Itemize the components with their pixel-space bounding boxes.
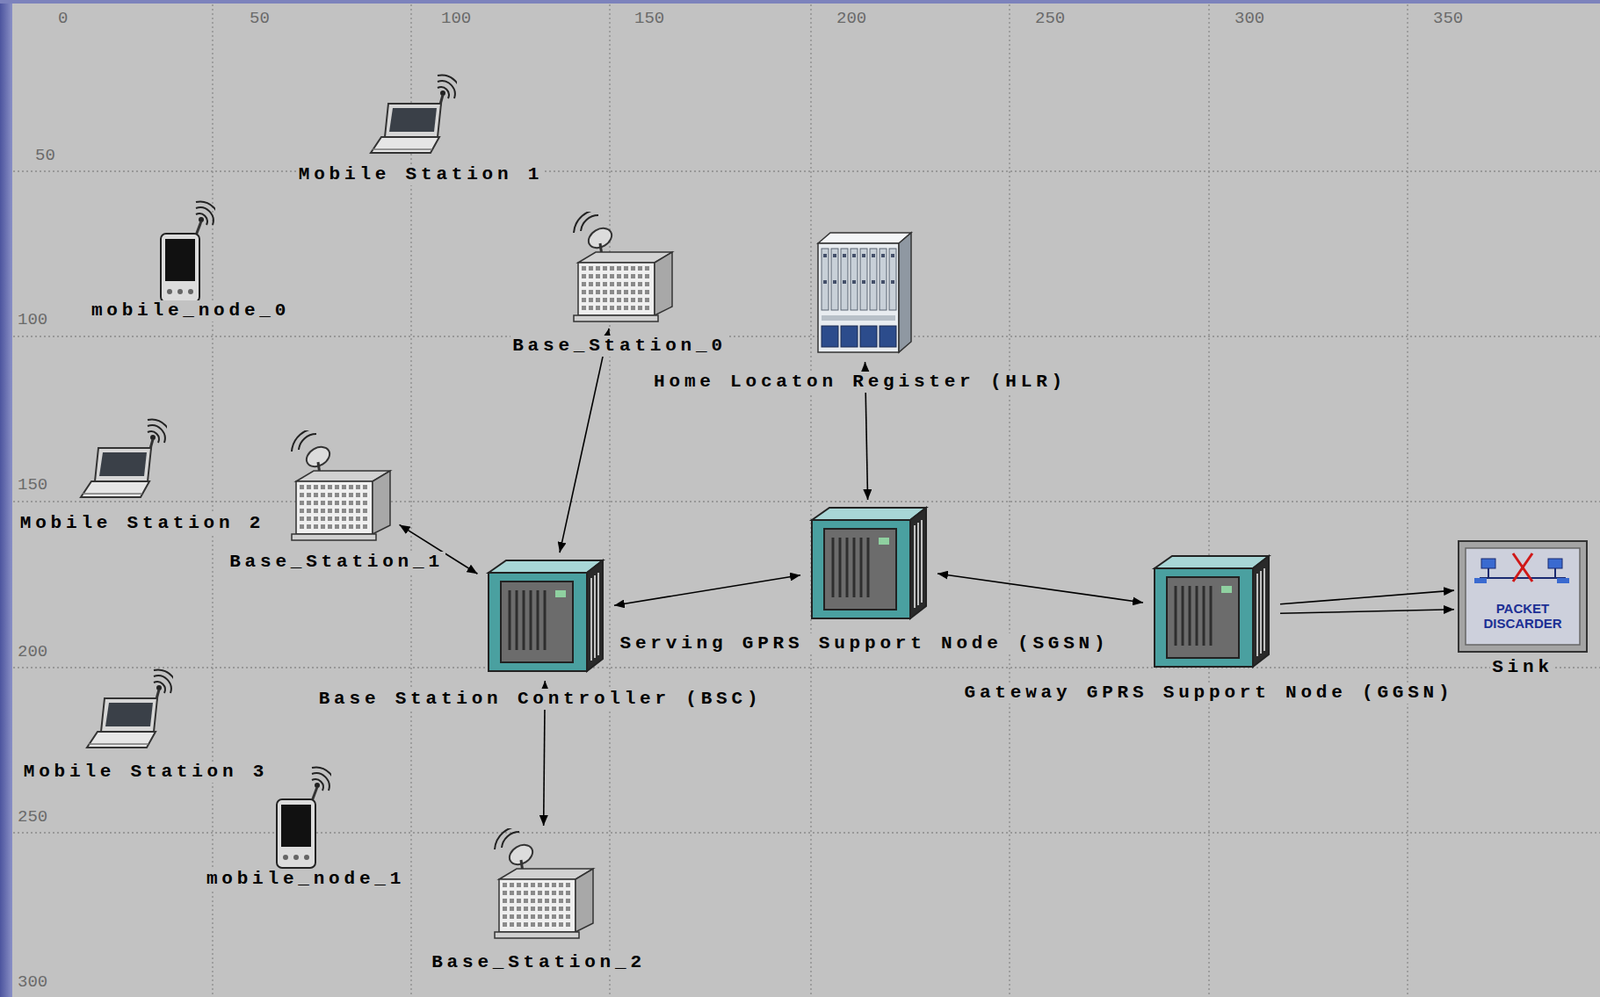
link-line [1280,590,1455,605]
laptop-icon [369,73,457,162]
mobile-station: Mobile Station 2 [79,418,167,507]
base-station: Base_Station_2 [485,828,601,943]
axis-tick-label: 250 [17,807,48,827]
link-line [559,328,609,553]
building-icon [485,828,601,943]
axis-tick-label: 100 [441,8,471,29]
axis-tick-label: 350 [1433,8,1463,29]
bsc-node: Base Station Controller (BSC) [479,555,612,679]
node-label: Base Station Controller (BSC) [317,688,765,710]
node-label: Base_Station_0 [510,335,729,357]
axis-tick-label: 300 [17,972,48,992]
server-icon [803,502,935,626]
node-label: mobile_node_0 [89,300,292,322]
node-label: Home Locaton Register (HLR) [651,371,1069,393]
sgsn-node: Serving GPRS Support Node (SGSN) [803,502,935,626]
axis-tick-label: 150 [17,475,48,495]
mobile-node: mobile_node_0 [153,200,216,306]
sink-node: Sink [1456,539,1589,654]
link-line [1280,609,1455,614]
node-label: mobile_node_1 [204,868,407,891]
base-station: Base_Station_0 [564,211,680,326]
icon-caption: PACKET DISCARDER [1478,600,1567,631]
axis-tick-label: 50 [249,8,270,29]
link-line [614,575,801,607]
axis-tick-label: 250 [1035,8,1065,29]
base-station: Base_Station_1 [282,430,398,545]
node-label: Base_Station_2 [429,952,648,974]
node-label: Base_Station_1 [227,551,446,573]
link-line [937,573,1144,603]
server-icon [479,555,612,679]
building-icon [282,430,398,545]
pda-icon [153,200,216,306]
hlr-server: Home Locaton Register (HLR) [810,227,917,360]
node-label: Sink [1490,657,1556,679]
node-label: Serving GPRS Support Node (SGSN) [618,633,1112,655]
axis-tick-label: 300 [1234,8,1265,29]
server-icon [1145,550,1278,674]
rack-icon [810,227,917,360]
building-icon [564,211,680,326]
axis-tick-label: 200 [836,8,867,29]
node-label: Gateway GPRS Support Node (GGSN) [962,682,1456,704]
axis-tick-label: 0 [57,8,68,29]
ggsn-node: Gateway GPRS Support Node (GGSN) [1145,550,1278,674]
sink-icon [1456,539,1589,654]
laptop-icon [79,418,167,507]
mobile-node: mobile_node_1 [269,766,332,872]
mobile-station: Mobile Station 1 [369,73,457,162]
axis-tick-label: 100 [17,310,48,330]
laptop-icon [85,668,174,757]
mobile-station: Mobile Station 3 [85,668,174,757]
node-label: Mobile Station 2 [18,513,267,535]
node-label: Mobile Station 3 [21,761,270,783]
axis-tick-label: 150 [634,8,665,29]
node-label: Mobile Station 1 [296,164,545,186]
pda-icon [269,766,332,872]
axis-tick-label: 50 [35,145,56,166]
axis-tick-label: 200 [17,642,48,662]
